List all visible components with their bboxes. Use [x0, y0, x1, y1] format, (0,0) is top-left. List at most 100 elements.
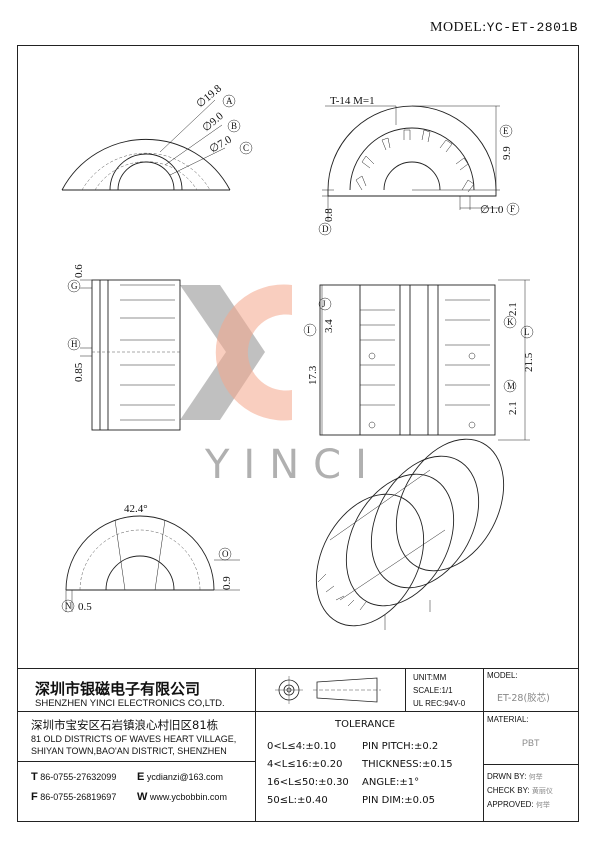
web-label: W [137, 791, 148, 803]
drawn-by-label: DRWN BY: [487, 772, 527, 781]
unit-label: UNIT:MM [413, 673, 447, 682]
callout-e-label: E [503, 126, 509, 136]
check-by-line: CHECK BY: 黄丽仪 [487, 786, 553, 796]
approved-name: 何举 [535, 801, 550, 809]
dim-e-value: 9.9 [501, 146, 513, 160]
callout-a [222, 94, 236, 108]
dim-a-value: ∅19.8 [194, 82, 224, 110]
dim-o-value: 0.9 [221, 576, 233, 590]
drawn-by-line: DRWN BY: 何举 [487, 772, 543, 782]
tooth-spec: T-14 M=1 [330, 95, 375, 107]
callout-m-label: M [507, 381, 515, 391]
ul-rec-label: UL REC:94V-0 [413, 699, 466, 708]
tolerance-pin-dim: PIN DIM:±0.05 [362, 795, 435, 806]
callout-g [67, 279, 81, 293]
callout-k-label: K [507, 317, 514, 327]
isometric-bobbin-view [315, 438, 505, 630]
yinci-logo-watermark: YINCI [180, 284, 381, 488]
dim-l-value: 21.5 [523, 352, 535, 372]
dim-d-value: 0.8 [323, 208, 335, 222]
callout-l [520, 325, 534, 339]
tel-number: 86-0755-27632099 [40, 772, 117, 782]
dim-n-value: 0.5 [78, 601, 92, 613]
callout-a-label: A [226, 96, 233, 106]
email-label: E [137, 771, 145, 783]
tel-label: T [31, 771, 38, 783]
address-cn: 深圳市宝安区石岩镇浪心村旧区81栋 [31, 718, 219, 732]
front-arc-view [61, 99, 231, 191]
fax-label: F [31, 791, 38, 803]
tolerance-length-2: 4<L≤16:±0.20 [267, 759, 343, 770]
callout-h-label: H [71, 339, 78, 349]
dim-f-value: ∅1.0 [480, 204, 504, 216]
tolerance-title: TOLERANCE [335, 719, 396, 730]
callout-d [318, 222, 332, 236]
model-number: YC-ET-2801B [486, 20, 578, 35]
model-header: MODEL:YC-ET-2801B [430, 20, 578, 36]
callout-o [218, 547, 232, 561]
side-fin-view [80, 279, 181, 431]
dim-g-value: 0.6 [73, 264, 85, 278]
dim-j-value: 3.4 [323, 319, 335, 333]
scale-label: SCALE:1/1 [413, 686, 453, 695]
email-line: E ycdianzi@163.com [137, 771, 223, 783]
callout-n-label: N [65, 601, 72, 611]
tolerance-length-1: 0<L≤4:±0.10 [267, 741, 337, 752]
callout-d-label: D [322, 224, 329, 234]
model-field-value: ET-28(胶芯) [497, 693, 550, 704]
tolerance-pin-pitch: PIN PITCH:±0.2 [362, 741, 439, 752]
callout-b [227, 119, 241, 133]
callout-i-label: I [307, 325, 310, 335]
approved-label: APPROVED: [487, 800, 534, 809]
dim-m-value: 2.1 [507, 401, 519, 415]
material-label: MATERIAL: [487, 715, 529, 724]
check-by-name: 黄丽仪 [531, 787, 553, 795]
company-name-cn: 深圳市银磁电子有限公司 [35, 680, 201, 698]
top-view [319, 279, 530, 441]
dim-i-value: 17.3 [307, 365, 319, 385]
dim-angle-value: 42.4° [124, 503, 148, 515]
callout-n [61, 599, 75, 613]
tel-line: T 86-0755-27632099 [31, 771, 116, 783]
tolerance-length-3: 16<L≤50:±0.30 [267, 777, 349, 788]
watermark-text: YINCI [204, 442, 381, 488]
callout-h [67, 337, 81, 351]
tolerance-thickness: THICKNESS:±0.15 [362, 759, 453, 770]
web-address: www.ycbobbin.com [149, 792, 227, 802]
drawing-frame [17, 45, 579, 822]
title-block: 深圳市银磁电子有限公司 SHENZHEN YINCI ELECTRONICS C… [17, 668, 579, 822]
tolerance-length-4: 50≤L:±0.40 [267, 795, 328, 806]
lower-arc-view [65, 515, 240, 612]
dim-b-value: ∅9.0 [200, 110, 226, 135]
dim-k-value: 2.1 [507, 302, 519, 316]
address-en-line1: 81 OLD DISTRICTS OF WAVES HEART VILLAGE, [31, 734, 237, 744]
company-name-en: SHENZHEN YINCI ELECTRONICS CO,LTD. [35, 698, 225, 709]
address-en-line2: SHIYAN TOWN,BAO'AN DISTRICT, SHENZHEN [31, 746, 227, 756]
dim-c-value: ∅7.0 [208, 133, 235, 155]
model-label: MODEL: [430, 20, 487, 35]
tolerance-angle: ANGLE:±1° [362, 777, 420, 788]
callout-k [503, 315, 517, 329]
model-field-label: MODEL: [487, 671, 518, 680]
fax-line: F 86-0755-26819697 [31, 791, 116, 803]
callout-e [499, 124, 513, 138]
callout-m [503, 379, 517, 393]
web-line: W www.ycbobbin.com [137, 791, 227, 803]
approved-line: APPROVED: 何举 [487, 800, 550, 810]
callout-b-label: B [231, 121, 237, 131]
check-by-label: CHECK BY: [487, 786, 530, 795]
callout-f [506, 202, 520, 216]
callout-c-label: C [243, 143, 249, 153]
callout-g-label: G [71, 281, 78, 291]
callout-o-label: O [222, 549, 229, 559]
bobbin-symbol-icon [275, 676, 381, 704]
material-value: PBT [522, 738, 540, 748]
email-address: ycdianzi@163.com [146, 772, 224, 782]
gear-profile-view [322, 105, 500, 220]
drawn-by-name: 何举 [528, 773, 543, 781]
fax-number: 86-0755-26819697 [40, 792, 117, 802]
callout-i [303, 323, 317, 337]
callout-j-label: J [322, 299, 326, 309]
callout-l-label: L [524, 327, 530, 337]
